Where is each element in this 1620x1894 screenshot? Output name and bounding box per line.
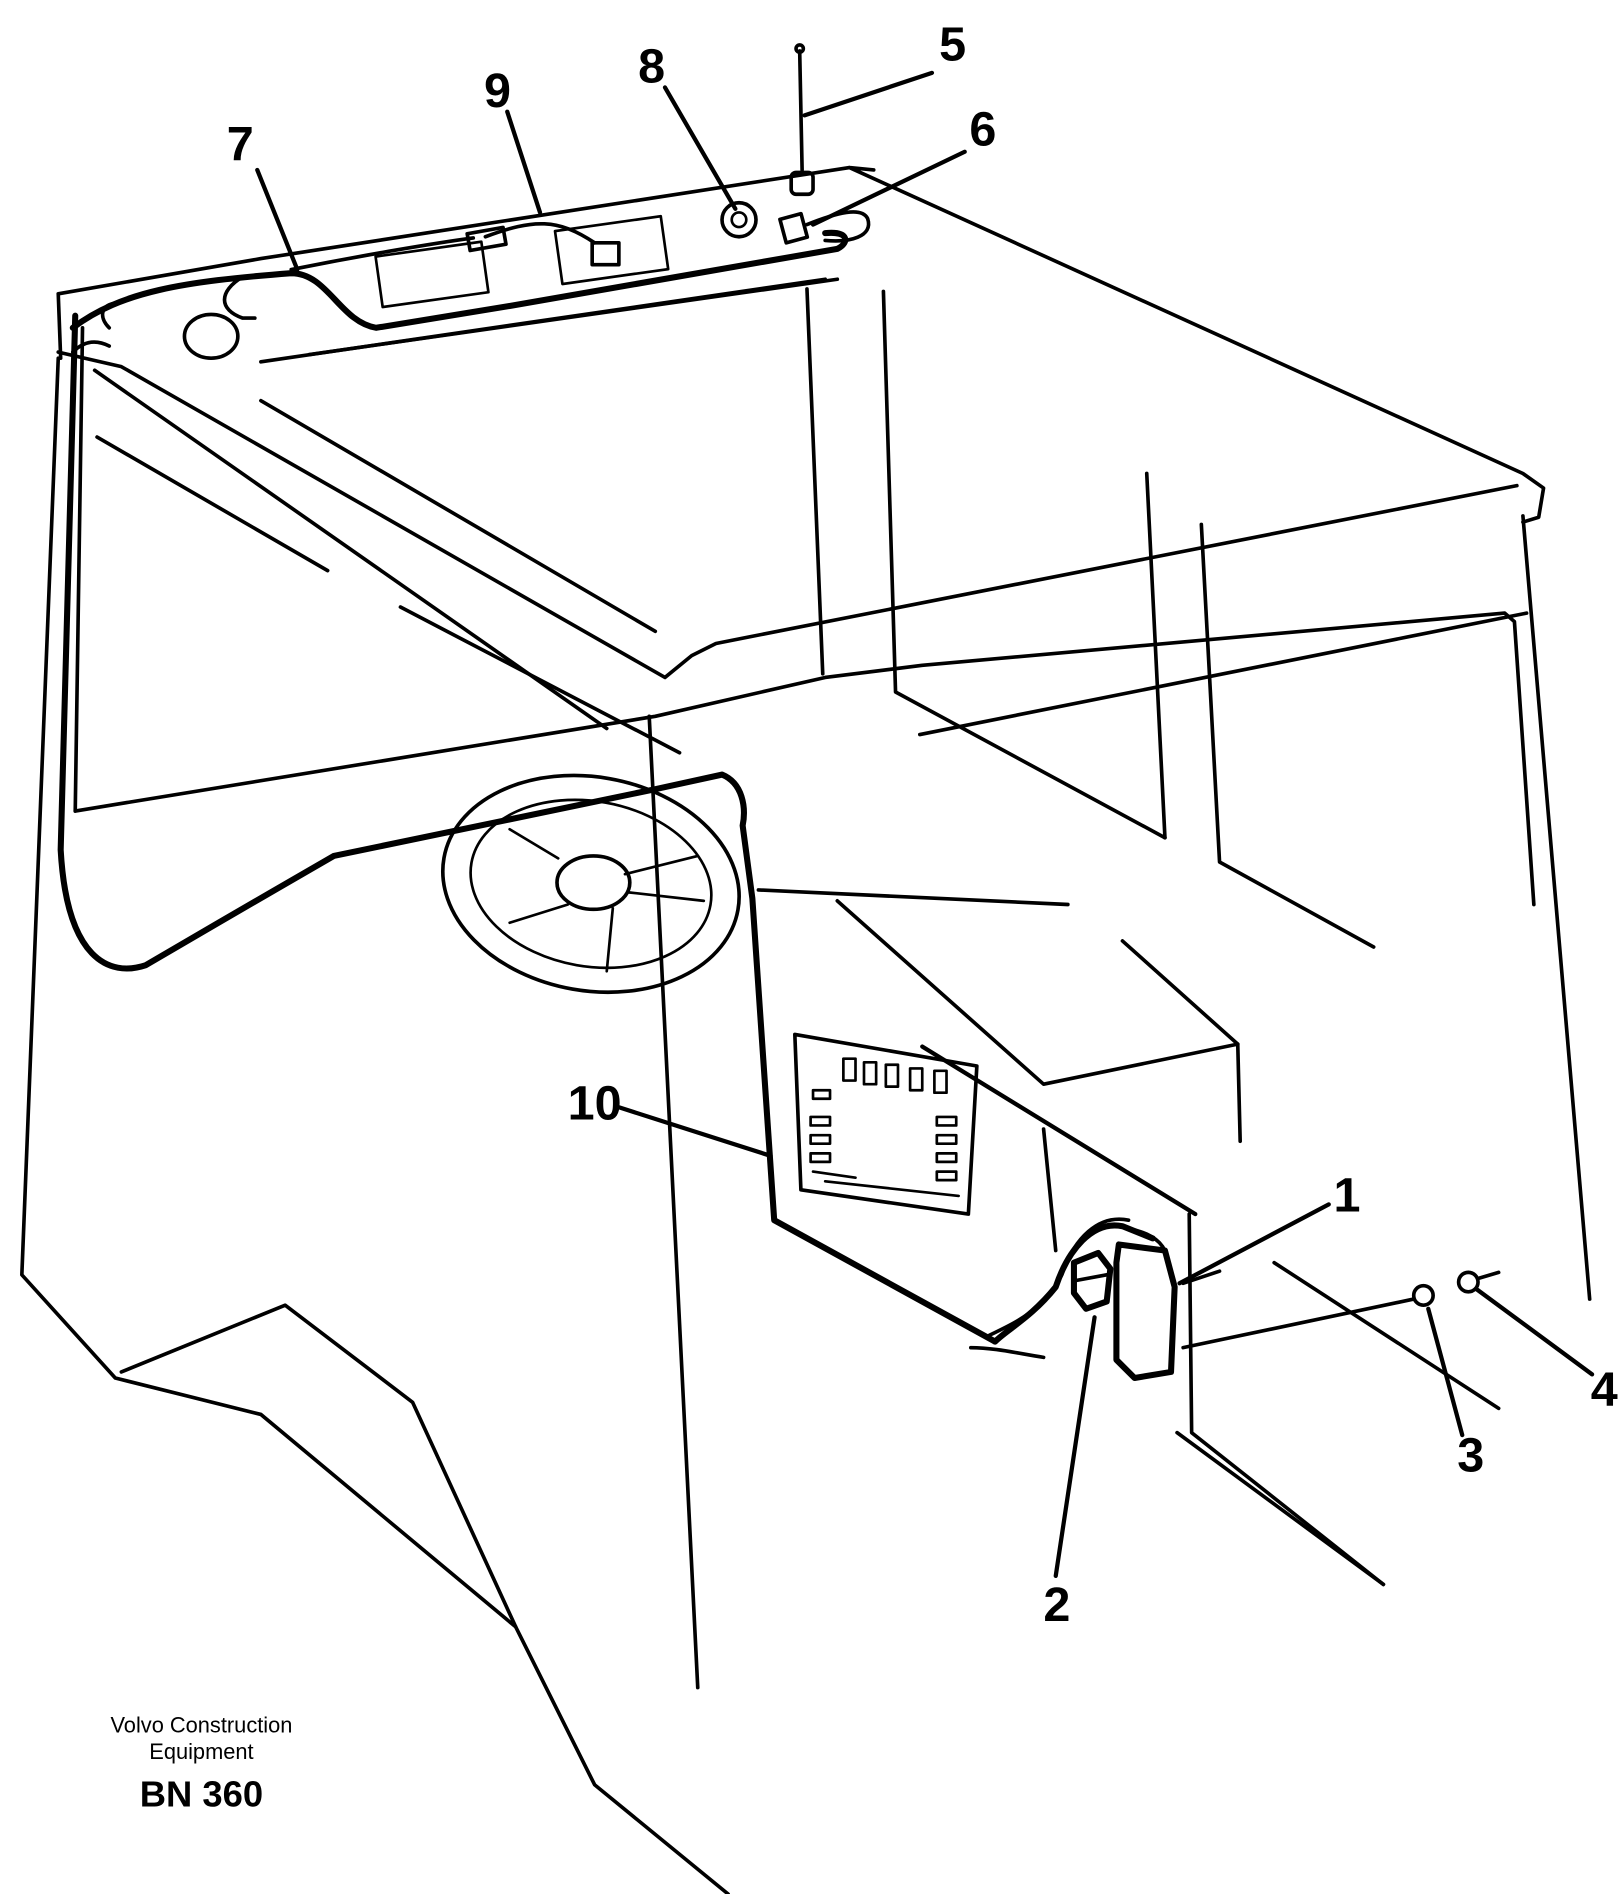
callout-10: 10: [568, 1076, 622, 1130]
cab-frame: [73, 287, 1592, 1690]
callout-6: 6: [969, 103, 996, 157]
steering-wheel: [440, 773, 741, 995]
cab-body: [20, 356, 1501, 1894]
callout-9: 9: [484, 64, 511, 118]
callout-1: 1: [1333, 1169, 1360, 1223]
callout-2: 2: [1043, 1578, 1070, 1632]
footer-company-line2: Equipment: [149, 1739, 253, 1764]
leader-lines: [255, 70, 1595, 1579]
callout-7: 7: [227, 117, 254, 171]
callout-3: 3: [1457, 1428, 1484, 1482]
footer-company-line1: Volvo Construction: [110, 1713, 292, 1738]
cab-roof: [56, 165, 1546, 680]
dashboard-panel: [57, 312, 999, 1345]
radio-harness: [968, 1217, 1501, 1382]
roof-wiring: [69, 43, 871, 360]
footer-code: BN 360: [140, 1774, 263, 1815]
fuse-board: [793, 1032, 979, 1216]
callout-5: 5: [939, 18, 966, 72]
callout-8: 8: [638, 40, 665, 94]
callout-4: 4: [1591, 1363, 1618, 1417]
